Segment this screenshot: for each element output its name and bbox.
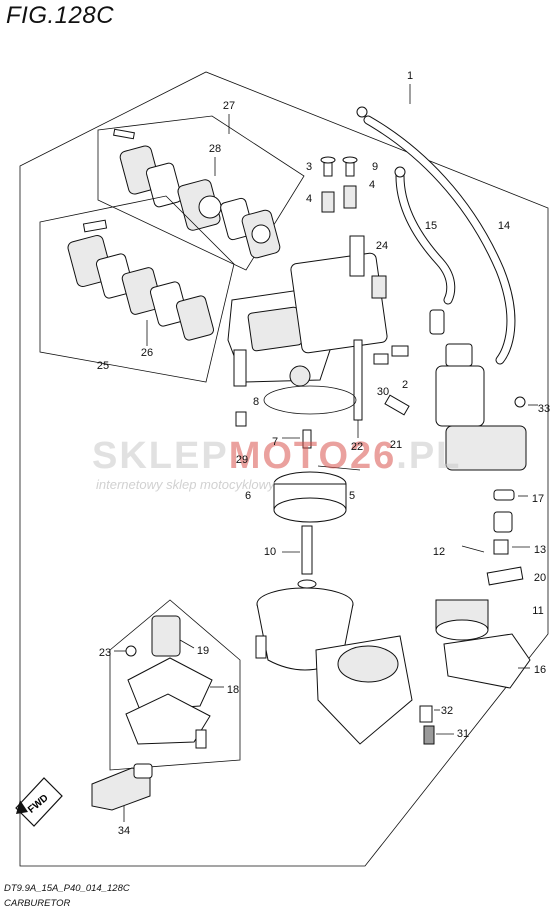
callout-4: 4 xyxy=(369,179,375,191)
callout-26: 26 xyxy=(141,347,153,359)
callout-17: 17 xyxy=(532,493,544,505)
callout-11: 11 xyxy=(532,605,543,617)
callout-22: 22 xyxy=(351,441,363,453)
fuel-filter xyxy=(429,309,445,335)
watermark-brand-1: SKLEP xyxy=(92,435,229,477)
fuel-hose-15 xyxy=(395,171,456,305)
callout-34: 34 xyxy=(118,825,130,837)
callout-1: 1 xyxy=(407,70,413,82)
fuel-pump-kit-parts xyxy=(113,128,281,259)
svg-text:SKLEPMOTO26.PL: SKLEPMOTO26.PL xyxy=(92,435,461,477)
watermark-brand-2: MOTO xyxy=(229,435,350,477)
washer xyxy=(297,579,317,589)
watermark-brand-4: .PL xyxy=(396,435,461,477)
diaphragm-parts xyxy=(125,615,213,749)
part-12 xyxy=(461,545,485,553)
carburetor-body xyxy=(227,235,388,421)
o-ring-8 xyxy=(263,385,357,415)
kit-27-box xyxy=(97,115,305,271)
part-34-label-block xyxy=(91,763,153,811)
callout-3: 3 xyxy=(306,161,312,173)
callout-28: 28 xyxy=(209,143,221,155)
fuel-hose-15-inner xyxy=(396,172,455,304)
plug-29 xyxy=(235,411,247,427)
callout-21: 21 xyxy=(390,439,402,451)
callout-25: 25 xyxy=(97,360,109,372)
callout-8: 8 xyxy=(253,396,259,408)
callout-23: 23 xyxy=(99,647,111,659)
callout-16: 16 xyxy=(534,664,546,676)
hose-clip xyxy=(356,106,368,118)
leader-line-19 xyxy=(179,639,195,649)
float-pin-5 xyxy=(317,465,361,471)
fuel-hose-14-inner xyxy=(364,116,515,364)
figure-code: DT9.9A_15A_P40_014_128C xyxy=(4,883,130,894)
callout-29: 29 xyxy=(236,454,248,466)
main-jet-10 xyxy=(301,525,313,575)
figure-caption: CARBURETOR xyxy=(4,898,71,909)
jet-7 xyxy=(302,429,312,449)
cover-parts xyxy=(435,566,531,689)
top-screws-springs xyxy=(320,156,358,213)
callout-31: 31 xyxy=(457,728,469,740)
needle-valve xyxy=(493,511,513,533)
callout-33: 33 xyxy=(538,403,550,415)
callout-13: 13 xyxy=(534,544,546,556)
part-13 xyxy=(493,539,509,555)
callout-6: 6 xyxy=(245,490,251,502)
screw-2 xyxy=(391,345,409,357)
fuel-pump-assembly xyxy=(435,343,527,471)
screw-32 xyxy=(419,705,433,723)
callout-7: 7 xyxy=(272,436,278,448)
pump-gasket-kit-parts xyxy=(67,219,215,341)
diaphragm-box xyxy=(109,599,241,771)
figure-title: FIG.128C xyxy=(6,2,115,29)
callout-19: 19 xyxy=(197,645,209,657)
watermark-tagline: internetowy sklep motocyklowy xyxy=(96,477,276,492)
watermark: SKLEPMOTO26.PL internetowy sklep motocyk… xyxy=(92,435,461,492)
callout-2: 2 xyxy=(402,379,408,391)
float-6 xyxy=(273,471,347,523)
callout-14: 14 xyxy=(498,220,510,232)
screw-30 xyxy=(373,353,389,365)
callout-5: 5 xyxy=(349,490,355,502)
callout-9: 9 xyxy=(372,161,378,173)
kit-25-box xyxy=(39,195,235,383)
hose-clip xyxy=(394,166,406,178)
lower-body xyxy=(315,635,413,745)
watermark-brand-3: 26 xyxy=(350,435,396,477)
screw-21 xyxy=(384,394,410,416)
callout-15: 15 xyxy=(425,220,437,232)
callout-4: 4 xyxy=(306,193,312,205)
callout-20: 20 xyxy=(534,572,546,584)
washer-17 xyxy=(493,489,515,501)
callout-30: 30 xyxy=(377,386,389,398)
callout-10: 10 xyxy=(264,546,276,558)
fwd-direction-badge: FWD xyxy=(15,777,63,827)
screw-31 xyxy=(423,725,435,745)
assembly-outline xyxy=(19,71,549,867)
callout-27: 27 xyxy=(223,100,235,112)
callout-24: 24 xyxy=(376,240,388,252)
callout-12: 12 xyxy=(433,546,445,558)
callout-18: 18 xyxy=(227,684,239,696)
callout-32: 32 xyxy=(441,705,453,717)
